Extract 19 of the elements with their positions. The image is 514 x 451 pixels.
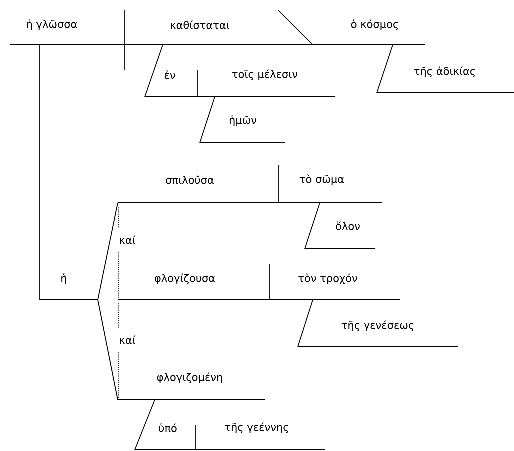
word: ἡ xyxy=(62,274,66,284)
word: ἡμῶν xyxy=(230,116,256,126)
word: τὸν τροχόν xyxy=(298,274,358,284)
word: τὸ σῶμα xyxy=(300,174,344,186)
word: καί xyxy=(120,336,136,344)
word: καί xyxy=(120,236,136,244)
word: τῆς ἀδικίας xyxy=(414,66,476,78)
word: φλογιζομένη xyxy=(157,372,222,384)
word: τοῖς μέλεσιν xyxy=(232,70,298,80)
word: φλογίζουσα xyxy=(155,274,216,284)
word: ὁ κόσμος xyxy=(351,20,398,30)
word: ἐν xyxy=(164,70,176,80)
word: τῆς γεέννης xyxy=(225,422,288,434)
word: ὑπό xyxy=(159,424,177,432)
word: καθίσταται xyxy=(171,20,230,30)
word: τῆς γενέσεως xyxy=(342,320,414,332)
word: ὅλον xyxy=(336,222,360,230)
word: ἡ γλῶσσα xyxy=(27,20,78,30)
word: σπιλοῦσα xyxy=(166,176,214,184)
